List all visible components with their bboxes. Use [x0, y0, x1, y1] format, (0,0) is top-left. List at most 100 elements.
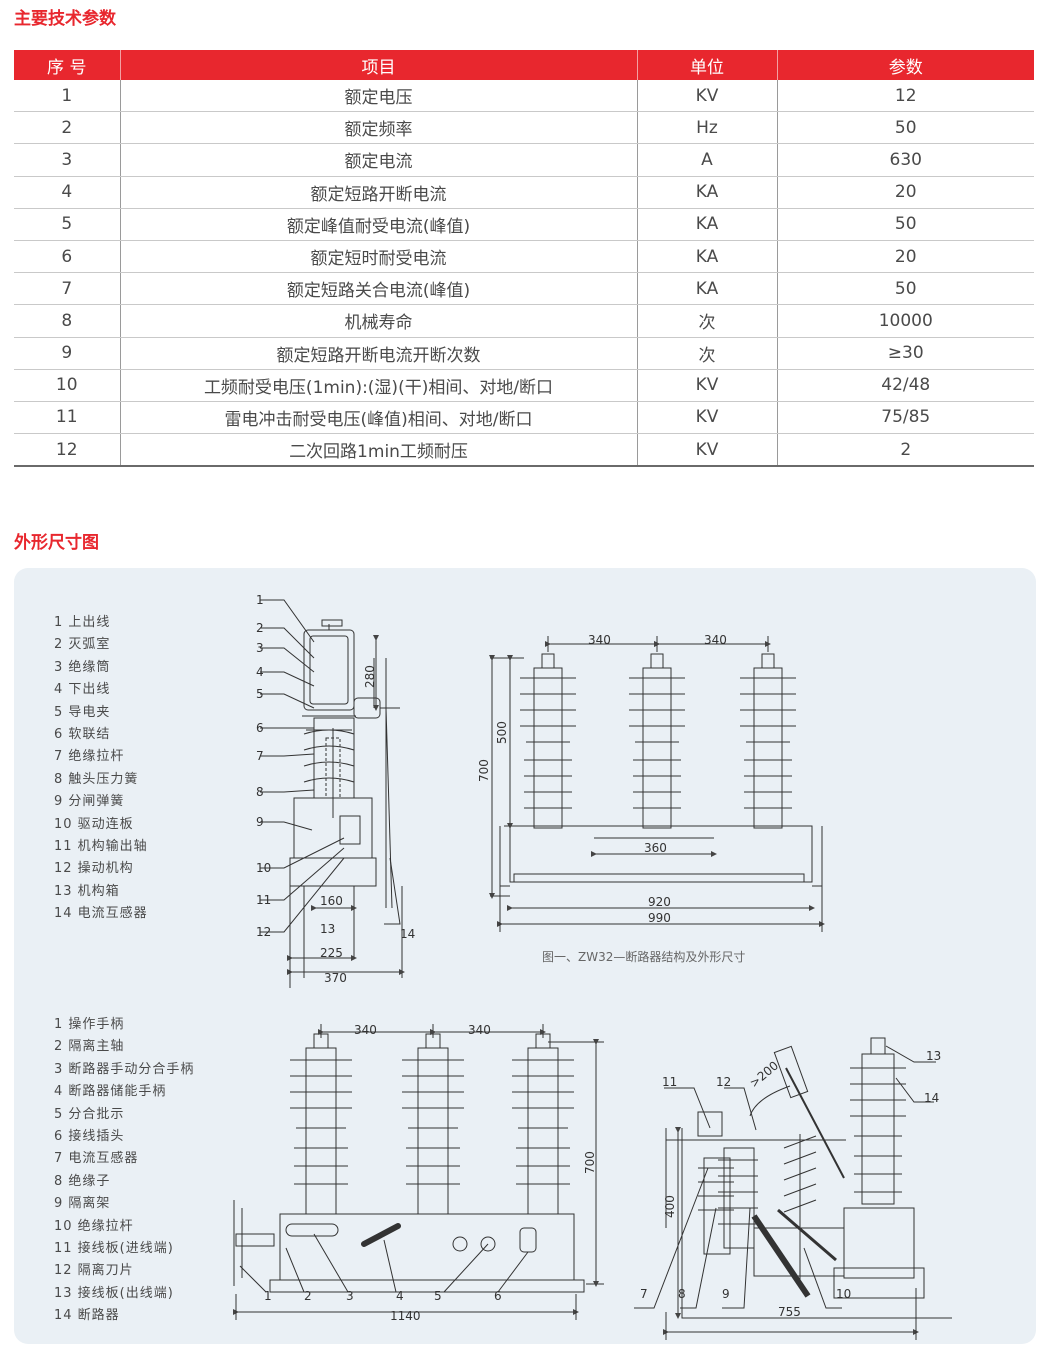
cell-index: 8 — [14, 304, 120, 338]
legend-item: 10 绝缘拉杆 — [54, 1218, 134, 1234]
cell-unit: 次 — [636, 337, 777, 370]
cell-item: 额定峰值耐受电流(峰值) — [119, 208, 637, 241]
callout-labels: 1 2 3 4 5 6 7 8 9 10 11 12 13 14 1 2 3 4… — [256, 593, 941, 1303]
legend-item: 6 接线插头 — [54, 1128, 125, 1144]
dim-iso-340b: 340 — [468, 1023, 491, 1037]
legend-item: 1 操作手柄 — [54, 1017, 125, 1032]
cell-item: 额定短路关合电流(峰值) — [119, 272, 637, 306]
cell-value: 630 — [776, 143, 1034, 177]
cell-unit: A — [636, 143, 777, 177]
dim-front-990: 990 — [648, 911, 671, 925]
isolator-side-drawing — [634, 1037, 952, 1340]
iso-pole-3 — [512, 1033, 574, 1215]
cell-value: 42/48 — [776, 369, 1034, 402]
callout3-10: 10 — [836, 1287, 851, 1301]
callout1-5: 5 — [256, 687, 264, 701]
cell-value: ≥30 — [776, 337, 1034, 370]
front-view-drawing — [489, 636, 825, 932]
callout3-8: 8 — [678, 1287, 686, 1301]
cell-item: 额定电压 — [119, 80, 637, 113]
legend-item: 12 操动机构 — [54, 861, 134, 877]
dim-iso-side-200: >200 — [747, 1058, 781, 1090]
callout1-6: 6 — [256, 721, 264, 735]
legend-item: 8 触头压力簧 — [54, 771, 139, 787]
dim-front-920: 920 — [648, 895, 671, 909]
legend-item: 1 上出线 — [54, 615, 111, 630]
cell-item: 机械寿命 — [119, 304, 637, 338]
cell-index: 12 — [14, 433, 120, 468]
cell-value: 50 — [776, 208, 1034, 241]
cell-unit: KV — [636, 433, 777, 468]
front-pole-1 — [520, 653, 576, 829]
cell-item: 额定电流 — [119, 143, 637, 177]
params-section-title: 主要技术参数 — [14, 9, 116, 29]
dim-iso-side-400: 400 — [663, 1195, 677, 1218]
cell-item: 额定短路开断电流开断次数 — [119, 337, 637, 370]
cell-item: 二次回路1min工频耐压 — [119, 433, 637, 468]
cell-index: 1 — [14, 80, 120, 113]
legend-item: 2 灭弧室 — [54, 637, 111, 653]
header-item: 项目 — [119, 50, 637, 80]
legend-item: 7 电流互感器 — [54, 1151, 139, 1167]
legend-item: 11 接线板(进线端) — [54, 1240, 174, 1256]
legend-item: 14 断路器 — [54, 1308, 120, 1324]
table-header-row: 序 号 项目 单位 参数 — [14, 50, 1034, 80]
cell-unit: KV — [636, 401, 777, 435]
cell-value: 50 — [776, 111, 1034, 145]
callout1-12: 12 — [256, 925, 271, 939]
legend-item: 4 下出线 — [54, 682, 111, 698]
legend-item: 12 隔离刀片 — [54, 1263, 134, 1279]
legend-item: 13 机构箱 — [54, 883, 120, 899]
callout3-9: 9 — [722, 1287, 730, 1301]
cell-unit: KA — [636, 208, 777, 241]
dimension-labels: 280 160 225 370 340 340 500 700 360 920 … — [320, 633, 801, 1323]
callout2-4: 4 — [396, 1289, 404, 1303]
callout1-13: 13 — [320, 922, 335, 936]
dim-side-280: 280 — [363, 665, 377, 688]
cell-index: 11 — [14, 401, 120, 435]
callout1-3: 3 — [256, 641, 264, 655]
legend-item: 3 绝缘筒 — [54, 659, 111, 675]
callout2-1: 1 — [264, 1289, 272, 1303]
dim-iso-700: 700 — [583, 1151, 597, 1174]
legend-item: 2 隔离主轴 — [54, 1039, 125, 1055]
legend-item: 10 驱动连板 — [54, 816, 134, 832]
legend-item: 14 电流互感器 — [54, 906, 148, 922]
legend-item: 5 分合批示 — [54, 1106, 125, 1122]
legend-item: 5 导电夹 — [54, 704, 111, 720]
cell-unit: KA — [636, 176, 777, 209]
cell-unit: Hz — [636, 111, 777, 145]
legend-item: 8 绝缘子 — [54, 1173, 111, 1189]
dim-front-360: 360 — [644, 841, 667, 855]
callout1-4: 4 — [256, 665, 264, 679]
cell-value: 75/85 — [776, 401, 1034, 435]
front-pole-3 — [740, 653, 796, 829]
cell-item: 工频耐受电压(1min):(湿)(干)相间、对地/断口 — [119, 369, 637, 402]
cell-unit: 次 — [636, 304, 777, 338]
legend-item: 7 绝缘拉杆 — [54, 749, 125, 765]
cell-index: 10 — [14, 369, 120, 402]
cell-value: 50 — [776, 272, 1034, 306]
callout1-9: 9 — [256, 815, 264, 829]
cell-value: 2 — [776, 433, 1034, 468]
cell-index: 3 — [14, 143, 120, 177]
dim-iso-side-755: 755 — [778, 1305, 801, 1319]
technical-drawings: 280 160 225 370 340 340 500 700 360 920 … — [233, 593, 952, 1340]
callout2-5: 5 — [434, 1289, 442, 1303]
dim-side-160: 160 — [320, 894, 343, 908]
callout3-7: 7 — [640, 1287, 648, 1301]
cell-index: 4 — [14, 176, 120, 209]
callout2-2: 2 — [304, 1289, 312, 1303]
dim-iso-1140: 1140 — [390, 1309, 421, 1323]
